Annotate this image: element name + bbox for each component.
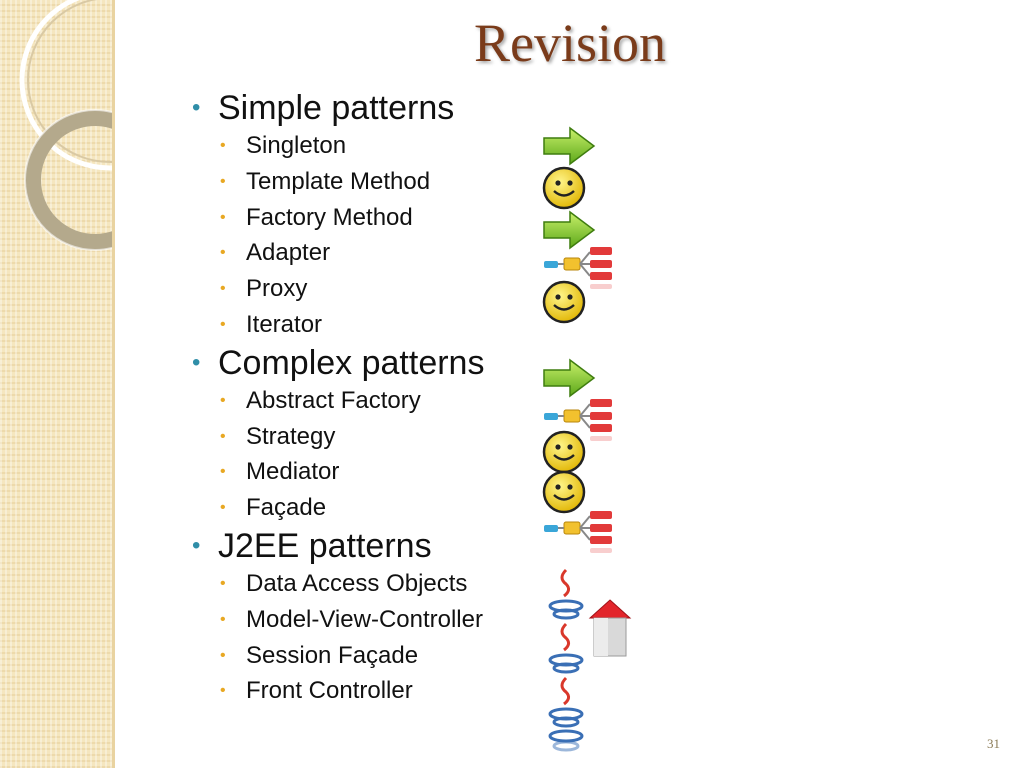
section-heading-simple: • Simple patterns xyxy=(190,88,550,128)
green-arrow-icon xyxy=(543,210,596,250)
decorative-rings xyxy=(19,0,112,251)
bullet-icon: • xyxy=(220,137,226,154)
list-item: • Singleton xyxy=(190,128,550,164)
bullet-icon: • xyxy=(192,531,201,559)
bullet-icon: • xyxy=(220,315,226,333)
section-heading-label: J2EE patterns xyxy=(218,526,432,565)
decorative-side-band xyxy=(0,0,115,768)
bullet-icon: • xyxy=(220,682,226,700)
list-item: • Strategy xyxy=(190,419,550,455)
bullet-icon: • xyxy=(220,172,226,190)
list-item: • Iterator xyxy=(190,307,550,343)
smiley-icon xyxy=(542,470,586,514)
list-item-label: Façade xyxy=(246,494,327,522)
java-logo-icon xyxy=(548,568,584,752)
structure-diagram-icon xyxy=(544,399,612,441)
list-item-label: Model-View-Controller xyxy=(246,605,483,633)
list-item-label: Proxy xyxy=(246,275,308,303)
page-number: 31 xyxy=(987,736,1000,751)
bullet-icon: • xyxy=(220,391,226,409)
list-item: • Template Method xyxy=(190,164,550,200)
list-item: • Data Access Objects xyxy=(190,566,550,602)
list-item: • Mediator xyxy=(190,454,550,490)
section-heading-label: Simple patterns xyxy=(218,89,455,127)
list-item-label: Mediator xyxy=(246,458,340,486)
smiley-icon xyxy=(542,166,586,210)
list-item-label: Template Method xyxy=(246,167,431,195)
slide-title: Revision xyxy=(473,13,666,73)
structure-diagram-icon xyxy=(544,247,612,289)
bullet-icon: • xyxy=(220,244,226,262)
list-item: • Session Façade xyxy=(190,638,550,674)
house-icon xyxy=(588,599,632,657)
section-heading-complex: • Complex patterns xyxy=(190,343,550,383)
list-item-label: Abstract Factory xyxy=(246,386,421,414)
list-item-label: Data Access Objects xyxy=(246,569,468,597)
list-item: • Façade xyxy=(190,490,550,526)
list-item: • Front Controller xyxy=(190,673,550,709)
bullet-icon: • xyxy=(220,463,226,481)
section-heading-j2ee: • J2EE patterns xyxy=(190,526,550,566)
green-arrow-icon xyxy=(543,358,596,398)
bullet-icon: • xyxy=(220,427,226,445)
list-item-label: Adapter xyxy=(246,239,331,267)
list-item-label: Iterator xyxy=(246,310,323,338)
smiley-icon xyxy=(542,280,586,324)
green-arrow-icon xyxy=(543,126,596,166)
bullet-icon: • xyxy=(220,574,226,592)
pattern-list: • Simple patterns • Singleton • Template M… xyxy=(190,88,550,709)
bullet-icon: • xyxy=(220,646,226,664)
bullet-icon: • xyxy=(220,610,226,628)
list-item-label: Singleton xyxy=(246,132,347,159)
list-item-label: Session Façade xyxy=(246,641,419,669)
list-item: • Adapter xyxy=(190,235,550,271)
bullet-icon: • xyxy=(192,94,201,121)
list-item: • Proxy xyxy=(190,271,550,307)
bullet-icon: • xyxy=(220,280,226,298)
list-item-label: Strategy xyxy=(246,422,336,450)
smiley-icon xyxy=(542,430,586,474)
list-item-label: Front Controller xyxy=(246,677,413,705)
bullet-icon: • xyxy=(192,348,201,376)
list-item: • Model-View-Controller xyxy=(190,602,550,638)
structure-diagram-icon xyxy=(544,511,612,553)
section-heading-label: Complex patterns xyxy=(218,343,485,382)
list-item-label: Factory Method xyxy=(246,203,413,231)
bullet-icon: • xyxy=(220,208,226,226)
list-item: • Abstract Factory xyxy=(190,383,550,419)
bullet-icon: • xyxy=(220,499,226,517)
list-item: • Factory Method xyxy=(190,200,550,236)
